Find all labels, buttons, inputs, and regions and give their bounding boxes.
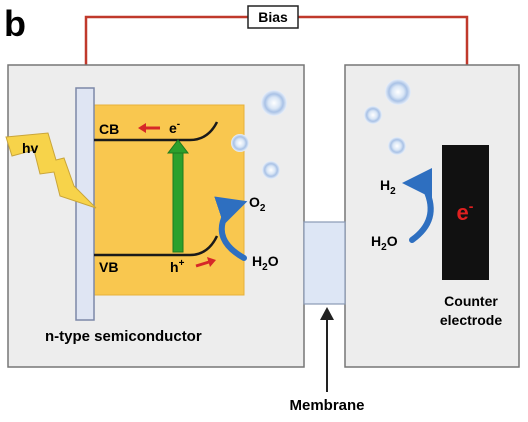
gas-bubble (261, 90, 287, 116)
hole-drift-arrowhead (207, 257, 216, 267)
o2-label: O2 (249, 194, 266, 214)
counter-electron-label: e- (457, 198, 474, 225)
conduction-band-line (94, 121, 219, 142)
vb-label: VB (99, 259, 118, 275)
electron-drift-arrowhead (138, 123, 146, 133)
membrane-pointer-arrowhead (320, 307, 334, 320)
cb-label: CB (99, 121, 119, 137)
reduction-arrow (402, 168, 434, 243)
gas-bubble (231, 134, 249, 152)
photon-lightning-icon (5, 132, 97, 209)
counter-electrode-label-line2: electrode (440, 312, 502, 328)
membrane-label: Membrane (289, 397, 364, 414)
counter-electrode-label-line1: Counter (444, 293, 498, 309)
h2o-reactant-label: H2O (371, 233, 398, 253)
gas-bubble (364, 106, 382, 124)
photon-label: hv (22, 140, 39, 156)
bias-box (247, 5, 299, 29)
h2o-product-label: H2O (252, 253, 279, 273)
bias-label: Bias (258, 9, 288, 25)
cb-electron-label: e- (169, 119, 180, 136)
membrane (303, 221, 346, 305)
oxidation-arrow (214, 196, 248, 261)
excitation-arrow-head (166, 139, 190, 154)
gas-bubble (388, 137, 406, 155)
excitation-arrow-shaft (172, 151, 184, 253)
vb-hole-label: h+ (170, 258, 185, 275)
gas-bubble (385, 79, 411, 105)
semiconductor-label: n-type semiconductor (45, 328, 202, 345)
h2-label: H2 (380, 177, 396, 197)
gas-bubble (262, 161, 280, 179)
valence-band-line (94, 235, 219, 257)
hole-drift-arrow (195, 260, 210, 268)
counter-electrode (442, 145, 489, 280)
panel-label: b (4, 3, 26, 44)
